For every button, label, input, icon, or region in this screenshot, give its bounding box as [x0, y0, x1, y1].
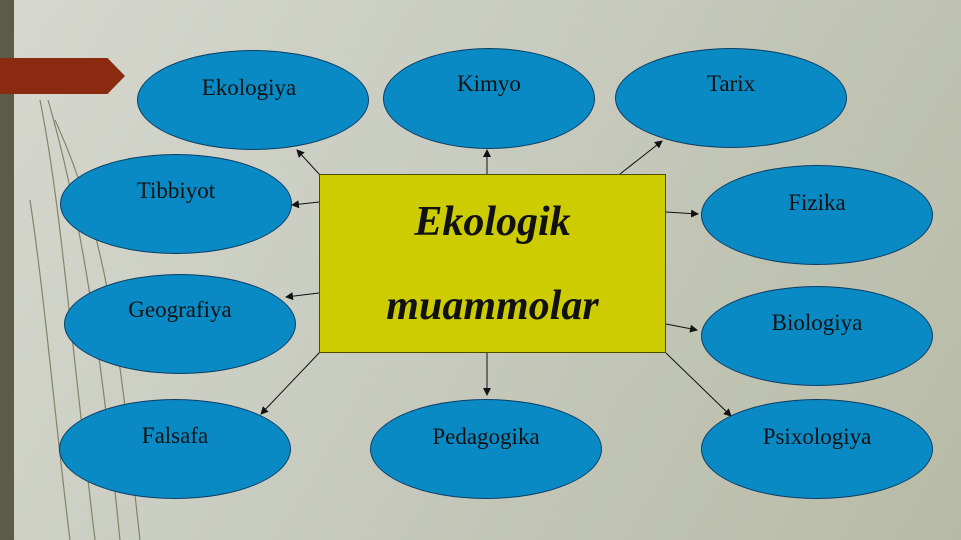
node-kimyo: Kimyo: [383, 48, 595, 149]
node-label-tibbiyot: Tibbiyot: [136, 178, 216, 203]
node-label-biologiya: Biologiya: [771, 310, 863, 335]
node-fizika: Fizika: [701, 165, 933, 265]
node-label-kimyo: Kimyo: [457, 71, 521, 96]
arrow-to-geografiya: [285, 292, 320, 301]
node-label-tarix: Tarix: [706, 71, 756, 96]
arrow-to-tibbiyot: [291, 200, 320, 209]
node-ekologiya: Ekologiya: [137, 50, 369, 150]
node-label-psixologiya: Psixologiya: [762, 424, 872, 449]
arrow-to-tarix: [619, 140, 663, 175]
node-label-pedagogika: Pedagogika: [432, 424, 540, 449]
node-geografiya: Geografiya: [64, 274, 296, 374]
node-tibbiyot: Tibbiyot: [60, 154, 292, 254]
node-label-fizika: Fizika: [788, 190, 846, 215]
title-tab-arrow: [0, 58, 125, 94]
central-topic-line1: Ekologik: [414, 198, 571, 245]
arrow-to-fizika: [665, 209, 699, 218]
node-psixologiya: Psixologiya: [701, 399, 933, 499]
node-tarix: Tarix: [615, 48, 847, 148]
arrow-to-ekologiya: [296, 149, 321, 176]
central-topic-box: Ekologik muammolar: [319, 174, 666, 353]
arrow-to-biologiya: [665, 323, 698, 333]
node-label-ekologiya: Ekologiya: [201, 75, 297, 100]
node-pedagogika: Pedagogika: [370, 399, 602, 499]
node-falsafa: Falsafa: [59, 399, 291, 499]
arrow-to-falsafa: [260, 351, 321, 415]
central-topic-line2: muammolar: [386, 282, 599, 329]
left-accent-bar: [0, 0, 14, 540]
node-label-geografiya: Geografiya: [128, 297, 232, 322]
node-biologiya: Biologiya: [701, 286, 933, 386]
arrow-to-psixologiya: [665, 352, 732, 417]
node-label-falsafa: Falsafa: [141, 423, 209, 448]
